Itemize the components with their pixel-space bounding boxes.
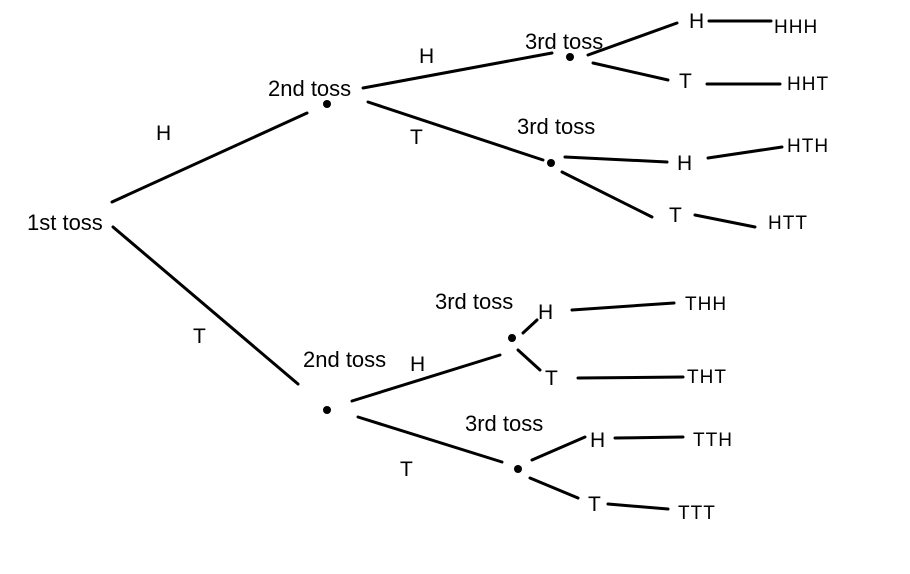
connector-hth [706,145,784,160]
edge-2nd-h-to-3rd-ht [366,100,545,162]
edge-3rd-tt-heads [530,435,587,462]
edge-3rd-ht-heads [563,155,669,164]
edge-3rd-hh-tails [591,61,670,82]
outcome-hth: HTH [787,136,829,157]
outcome-ttt: TTT [678,503,716,524]
third-toss-ht-label: 3rd toss [517,114,595,139]
toss2-tt-tails-label: T [400,458,413,481]
edge-3rd-th-heads [521,318,539,335]
toss1-heads-label: H [156,122,171,145]
third-toss-hh-label: 3rd toss [525,29,603,54]
third-toss-th-label: 3rd toss [435,289,513,314]
node-dot-3rd-th [508,334,516,342]
first-toss-label: 1st toss [27,210,103,235]
toss3-htt-tails-label: T [669,204,682,227]
toss3-thh-heads-label: H [538,301,553,324]
edge-3rd-th-tails [516,348,542,372]
toss3-ttt-tails-label: T [588,493,601,516]
node-dot-2nd-t [323,406,331,414]
edge-2nd-t-to-3rd-tt [356,415,504,464]
edge-3rd-hh-heads [586,21,679,57]
outcome-tht: THT [687,367,727,388]
connector-thh [570,301,676,312]
connector-ttt [606,502,670,511]
toss3-tht-tails-label: T [545,367,558,390]
third-toss-tt-label: 3rd toss [465,411,543,436]
node-dot-2nd-h [323,100,331,108]
toss1-tails-label: T [193,325,206,348]
node-dot-3rd-tt [514,465,522,473]
outcome-tth: TTH [693,430,733,451]
outcome-thh: THH [685,294,727,315]
edge-2nd-h-to-3rd-hh [361,51,554,90]
toss3-hhh-heads-label: H [689,10,704,33]
node-dot-3rd-hh [566,53,574,61]
edge-root-to-2nd-t [111,225,300,386]
edge-3rd-tt-tails [528,476,580,500]
toss2-ht-tails-label: T [410,126,423,149]
second-toss-t-label: 2nd toss [303,347,386,372]
outcome-hht: HHT [787,74,829,95]
edge-root-to-2nd-h [110,111,309,204]
node-dot-3rd-ht [547,159,555,167]
outcome-hhh: HHH [774,17,818,38]
edge-3rd-ht-tails [560,170,654,219]
edge-2nd-t-to-3rd-th [350,353,502,403]
toss2-th-heads-label: H [410,353,425,376]
second-toss-h-label: 2nd toss [268,76,351,101]
toss3-tth-heads-label: H [590,429,605,452]
connector-htt [693,213,757,229]
connector-tht [576,375,685,380]
outcome-htt: HTT [768,213,808,234]
toss3-hth-heads-label: H [677,152,692,175]
toss3-hht-tails-label: T [679,70,692,93]
toss2-hh-heads-label: H [419,45,434,68]
connector-tth [613,435,685,440]
